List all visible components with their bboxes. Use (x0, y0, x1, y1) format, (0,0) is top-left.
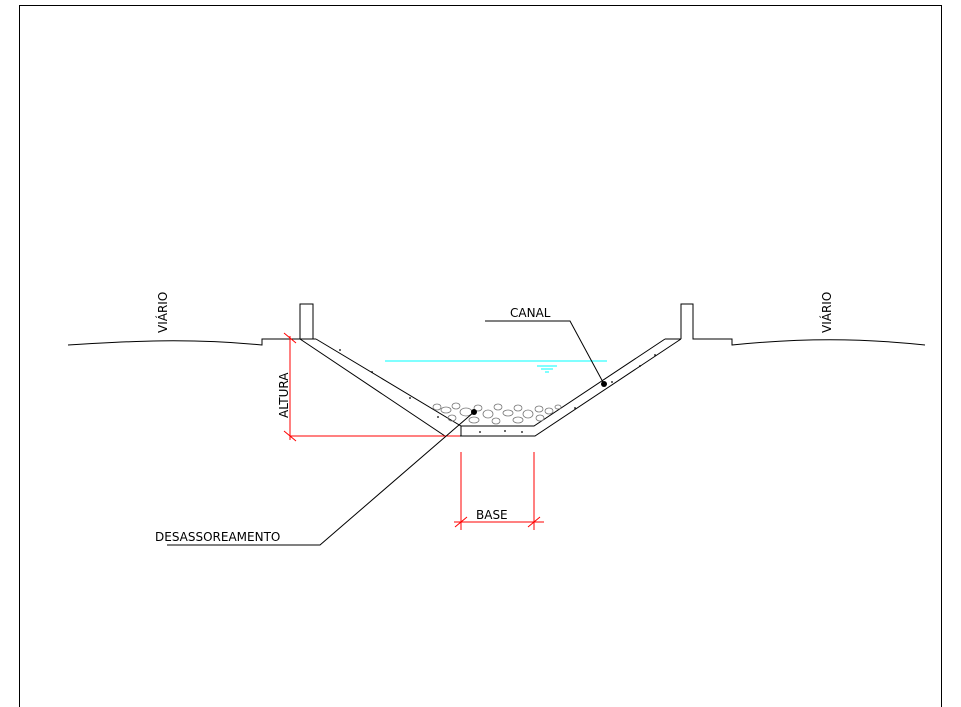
canal-leader-dot (601, 381, 607, 387)
label-viario-left: VIÁRIO (155, 292, 170, 333)
label-altura: ALTURA (277, 372, 291, 418)
altura-dimension (283, 332, 460, 442)
label-canal: CANAL (510, 306, 551, 320)
sediment-deposit (432, 402, 562, 425)
label-base: BASE (476, 508, 508, 522)
ground-line-left (67, 303, 314, 346)
concrete-texture (339, 349, 656, 433)
label-viario-right: VIÁRIO (819, 292, 834, 333)
leader-lines (167, 320, 605, 546)
canal-lining (299, 338, 682, 437)
base-dimension (454, 452, 544, 530)
label-desassoreamento: DESASSOREAMENTO (155, 530, 280, 544)
drawing-frame (19, 5, 942, 707)
desassoreamento-leader-dot (471, 409, 477, 415)
ground-line-right (680, 303, 926, 346)
water-level (385, 360, 607, 373)
